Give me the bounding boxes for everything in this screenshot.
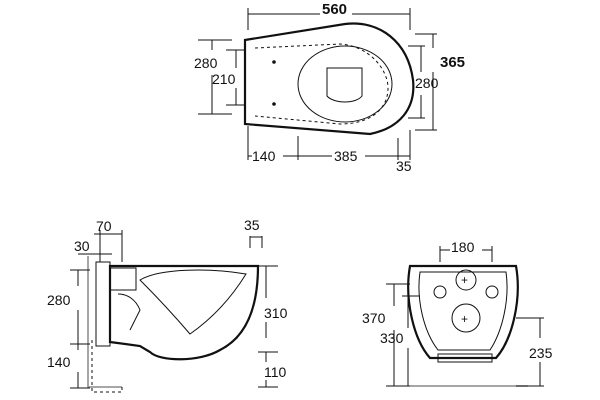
top-view-seat-ellipse <box>297 45 393 123</box>
side-view-carrier-inner <box>109 267 137 291</box>
dim-140-base-label: 140 <box>252 148 276 164</box>
dim-310-label: 310 <box>264 305 288 321</box>
top-view-bowl-outline <box>243 22 415 136</box>
dim-370-label: 370 <box>362 310 386 326</box>
side-view-bowl-outline <box>108 264 260 361</box>
front-view-top-hole-icon: + <box>461 273 468 287</box>
dim-35-side-label: 35 <box>244 217 260 233</box>
dim-385-label: 385 <box>334 148 358 164</box>
dim-280-side-label: 280 <box>47 292 71 308</box>
front-view-top-hole <box>455 269 477 291</box>
side-view-outlet <box>117 293 141 331</box>
dim-70-label: 70 <box>96 218 112 234</box>
dim-560-label: 560 <box>322 1 347 18</box>
dim-210-label: 210 <box>212 71 236 87</box>
dim-280-left-label: 280 <box>194 55 218 71</box>
front-view: + + 180 370 330 235 <box>362 239 553 387</box>
side-view: 70 30 35 280 140 310 110 <box>47 217 288 393</box>
top-view-inner-dashed <box>254 43 389 125</box>
dim-110-label: 110 <box>264 364 287 380</box>
dim-180-label: 180 <box>451 239 475 255</box>
front-view-fixing-left <box>433 285 447 299</box>
side-view-carrier <box>95 261 111 347</box>
side-view-trap <box>139 269 247 335</box>
front-view-fixing-right <box>485 285 499 299</box>
top-view-fixing-hole-1 <box>272 60 276 64</box>
dim-365-label: 365 <box>440 54 465 71</box>
top-view-fixing-hole-2 <box>272 102 276 106</box>
side-view-wall-dashed <box>91 340 123 393</box>
dim-330-label: 330 <box>380 330 404 346</box>
top-view: 560 365 280 280 210 140 38 <box>194 1 465 174</box>
dim-280-right-label: 280 <box>415 75 439 91</box>
front-view-inner-outline <box>418 271 508 351</box>
dim-35-base-label: 35 <box>396 158 412 174</box>
dim-30-label: 30 <box>74 238 90 254</box>
front-view-base <box>437 353 493 363</box>
side-view-wall <box>87 256 122 388</box>
top-view-seat-cover <box>326 67 363 103</box>
front-view-bowl-outline <box>407 264 519 360</box>
dim-235-label: 235 <box>529 345 553 361</box>
front-view-outlet-hole-icon: + <box>461 312 468 326</box>
dim-140-side-label: 140 <box>47 354 71 370</box>
front-view-outlet-hole <box>451 303 481 333</box>
